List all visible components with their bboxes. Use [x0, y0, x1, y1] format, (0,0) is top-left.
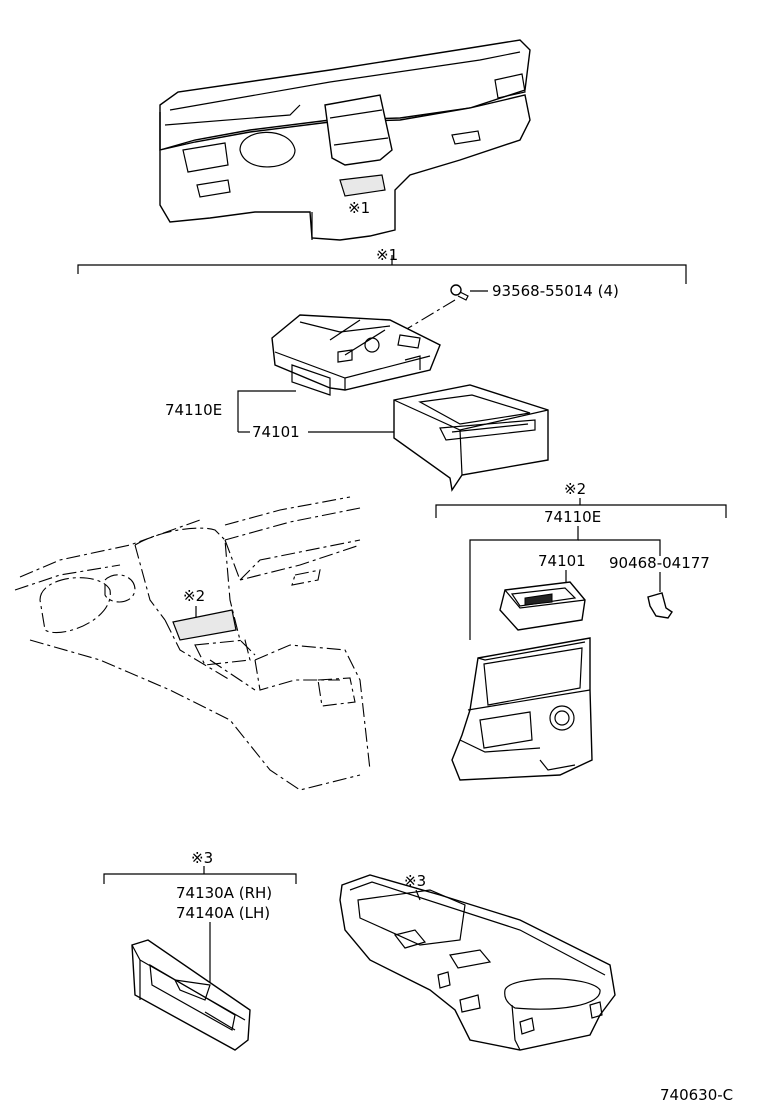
part-label-90468-04177: 90468-04177: [609, 554, 710, 572]
part-label-74130a-rh: 74130A (RH): [176, 884, 272, 902]
group-1-mark: ※1: [376, 246, 398, 264]
part-label-74110e-2: 74110E: [544, 508, 601, 526]
armrest-illustration: [339, 874, 616, 1051]
ashtray-housing-illustration: [271, 314, 441, 396]
ashtray-drawer-illustration: [393, 384, 549, 492]
center-console-illustration: [14, 496, 371, 791]
group-2-mark: ※2: [564, 480, 586, 498]
instrument-panel-illustration: [159, 39, 531, 241]
group-2-bracket: [435, 504, 727, 518]
part-label-74101-1: 74101: [252, 423, 300, 441]
group-1-bracket: [77, 264, 687, 284]
part-label-74101-2: 74101: [538, 552, 586, 570]
group-2: ※2 74110E 74101 90468-04177: [435, 480, 727, 781]
clip-icon: [647, 592, 673, 619]
group-3-mark: ※3: [191, 849, 213, 867]
door-ashtray-illustration: [131, 939, 251, 1051]
group-1: ※1 93568-55014 (4): [77, 246, 687, 492]
screw-icon: [450, 284, 469, 301]
part-label-74140a-lh: 74140A (LH): [176, 904, 270, 922]
group-3: ※3 74130A (RH) 74140A (LH): [103, 849, 297, 1051]
diagram-code: 740630-C: [660, 1086, 733, 1104]
dash-location-mark: ※1: [348, 199, 370, 217]
armrest-location-mark: ※3: [404, 872, 426, 890]
part-label-93568-55014: 93568-55014 (4): [492, 282, 619, 300]
small-ashtray-illustration: [499, 581, 586, 631]
console-box-illustration: [451, 637, 593, 781]
part-label-74110e-1: 74110E: [165, 401, 222, 419]
group-3-bracket: [103, 873, 297, 884]
console-location-mark: ※2: [183, 587, 205, 605]
